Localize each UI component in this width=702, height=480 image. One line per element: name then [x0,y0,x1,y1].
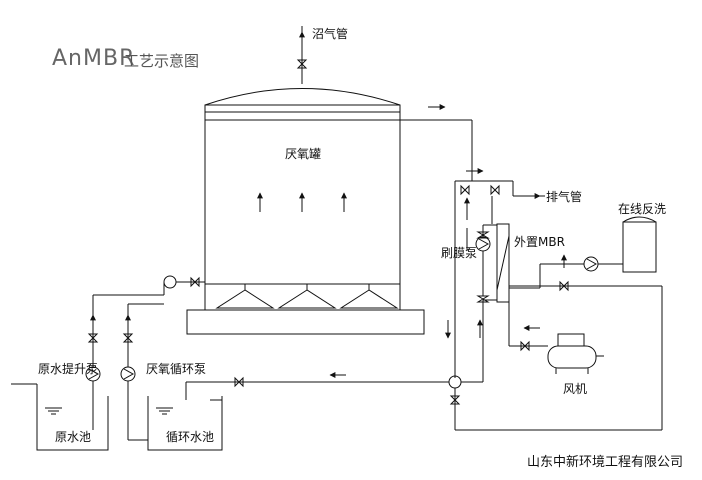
tank-base [186,309,425,335]
company-name: 山东中新环境工程有限公司 [527,455,684,470]
anaerobic-circ-pump-label: 厌氧循环泵 [146,362,207,376]
external-mbr-column [496,223,510,303]
backwash-tank [455,216,663,431]
raw-water-tank-label: 原水池 [55,430,92,444]
distributor-cones [205,283,400,309]
upflow-arrows [257,192,347,212]
tank-outlet-pipe [400,104,473,181]
raw-lift-pump [85,366,101,430]
anaerobic-tank-label: 厌氧罐 [285,147,322,161]
online-backwash-label: 在线反洗 [618,202,667,216]
inlet-pipes [87,275,205,367]
blower [508,299,604,374]
return-lines [185,300,484,430]
diagram-title: AnMBR [52,46,136,71]
raw-water-tank [11,383,109,451]
diagram-subtitle: 工艺示意图 [124,52,200,70]
circ-water-tank [147,396,223,451]
anaerobic-circ-pump [120,366,148,441]
circ-water-tank-label: 循环水池 [166,430,215,444]
brush-pump [464,197,497,303]
external-mbr-label: 外置MBR [514,235,565,249]
mbr-header-pipe [454,168,545,378]
blower-label: 风机 [563,382,588,396]
biogas-pipe [296,26,308,84]
biogas-pipe-label: 沼气管 [312,27,349,41]
exhaust-pipe-label: 排气管 [546,190,583,204]
raw-lift-pump-label: 原水提升泵 [38,362,99,376]
brush-pump-label: 刷膜泵 [441,246,478,260]
